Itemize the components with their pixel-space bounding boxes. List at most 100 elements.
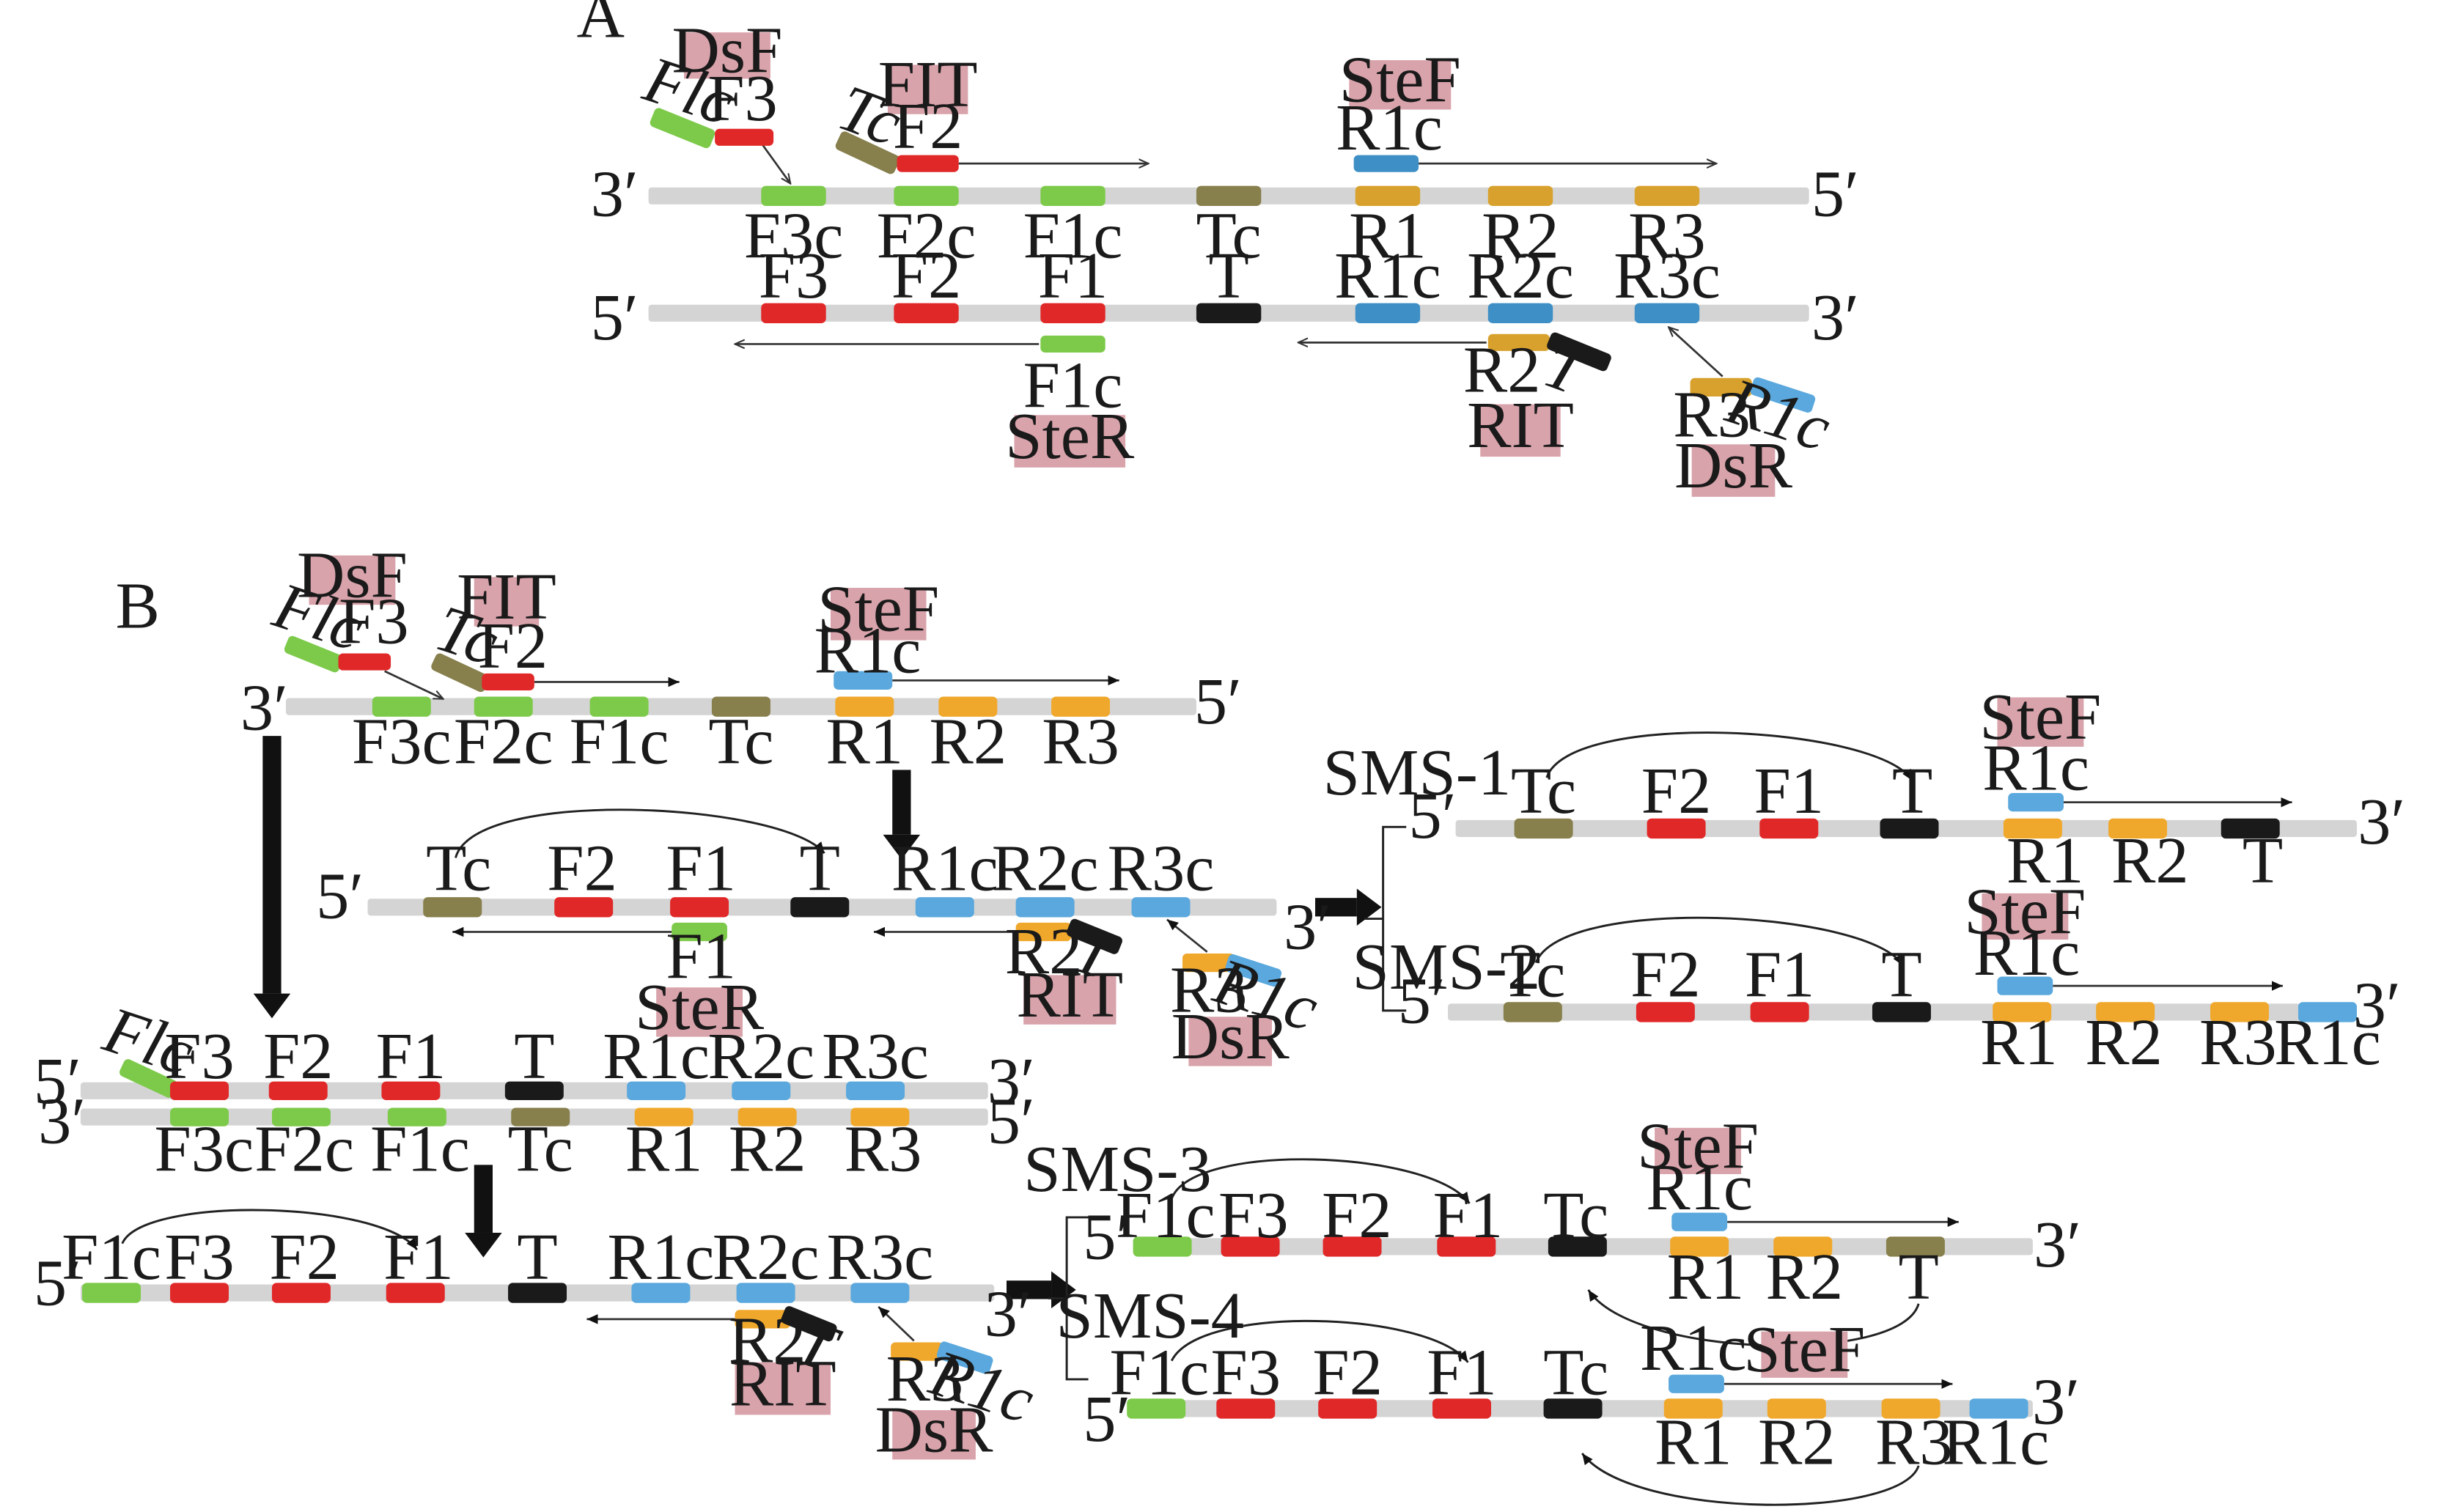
f1c-label: F1c (1116, 1178, 1215, 1252)
r1-label: R1 (826, 704, 904, 778)
olive-region (1886, 1236, 1945, 1257)
strand-end-label: 3′ (2353, 968, 2401, 1042)
r1c-label: R1c (608, 1220, 715, 1294)
r1c-label: R1c (1942, 1404, 2049, 1478)
r1c-label: R1c (1640, 1310, 1747, 1384)
tc-label: Tc (508, 1111, 573, 1185)
dsr-primer-label: DsR (1171, 999, 1290, 1073)
r3-label: R3 (2199, 1005, 2277, 1079)
black-region (504, 1081, 564, 1100)
red-region (894, 303, 959, 324)
olive-region (1503, 1002, 1562, 1022)
f3-label: F3 (1210, 1335, 1281, 1409)
stef-primer-box (1982, 893, 2069, 940)
green-region (82, 1283, 141, 1303)
r1c-label: R1c (603, 1019, 710, 1093)
orange-region (735, 1310, 791, 1329)
f1-label: F1 (666, 830, 736, 904)
green-region (387, 1107, 446, 1126)
t-label: T (1881, 937, 1921, 1011)
r2-label: R2 (1005, 914, 1083, 988)
process-step-arrowhead (465, 1232, 502, 1258)
green-region (1133, 1236, 1192, 1257)
f2c-label: F2c (454, 704, 553, 778)
black-primer-tag (1547, 332, 1611, 372)
black-region (1548, 1236, 1607, 1257)
green-primer-tag (119, 1059, 178, 1098)
stef-primer-box (831, 588, 927, 641)
f2c-label: F2c (877, 198, 976, 272)
dsr-primer-box (892, 1410, 976, 1460)
orange-region (1773, 1236, 1833, 1257)
r2c-label: R2c (992, 830, 1099, 904)
blue_dark-region (1634, 303, 1700, 324)
r2-label: R2 (1482, 198, 1559, 272)
green-region (1127, 1398, 1186, 1419)
f3-label: F3 (759, 238, 829, 312)
green-region (589, 696, 649, 717)
orange_dark-region (1487, 333, 1550, 351)
t-label: T (2243, 823, 2283, 897)
orange-region (1015, 922, 1072, 942)
blue-primer-tag (936, 1341, 993, 1374)
rit-primer-box (1480, 404, 1561, 457)
f1c-label: F1c (1023, 198, 1123, 272)
blue_dark-region (1353, 155, 1419, 172)
f1-label: F1 (1745, 937, 1815, 1011)
red-region (170, 1081, 229, 1100)
f1-label: F1 (1754, 753, 1824, 827)
green-region (372, 696, 431, 717)
olive-region (1196, 185, 1262, 207)
orange-region (835, 696, 894, 717)
red-region (386, 1283, 445, 1303)
rit-primer-label: RIT (1467, 388, 1574, 462)
black-region (2221, 818, 2280, 839)
strand-end-label: 5′ (1083, 1199, 1130, 1273)
blue-region (736, 1283, 795, 1303)
strand-end-label: 3′ (987, 1044, 1035, 1118)
extension-arrow (878, 1306, 915, 1342)
red-region (170, 1283, 229, 1303)
extension-arrow (1669, 327, 1724, 377)
red-region (338, 653, 391, 671)
process-step-arrow (262, 736, 282, 994)
olive-region (711, 696, 770, 717)
black-region (790, 897, 850, 918)
red-region (761, 303, 826, 324)
loop-arrow (1170, 1319, 1469, 1363)
green-region (271, 1107, 331, 1126)
green-region (894, 185, 959, 207)
sms-4-label: SMS-4 (1056, 1278, 1245, 1352)
r3-label: R3 (1170, 953, 1248, 1027)
ster-primer-box (656, 987, 743, 1037)
red-region (1437, 1236, 1496, 1257)
blue_dark-region (1355, 303, 1421, 324)
fit-primer-box (474, 577, 540, 627)
stef-primer-label: SteF (1339, 43, 1461, 117)
orange-region (850, 1107, 910, 1126)
blue-primer-tag (1225, 954, 1282, 987)
f2-label: F2 (891, 238, 962, 312)
strand-end-label: 5′ (1194, 664, 1242, 738)
blue-region (915, 897, 974, 918)
rit-primer-box (1023, 975, 1117, 1025)
extension-arrow (762, 144, 790, 184)
green-region (1040, 335, 1106, 353)
green-region (170, 1107, 229, 1126)
orange-region (1663, 1398, 1723, 1419)
strand-end-label: 5′ (34, 1044, 81, 1118)
sms-1-label: SMS-1 (1323, 735, 1512, 809)
process-step-arrowhead (883, 834, 921, 860)
loop-arrow (1581, 1453, 1920, 1506)
olive-region (423, 897, 482, 918)
olive-primer-tag (835, 131, 900, 174)
f1c-label: F1c (1110, 1335, 1210, 1409)
f2-label: F2 (478, 608, 548, 682)
t-label: T (514, 1019, 554, 1093)
r1c-label: R1c (2274, 1005, 2381, 1079)
f3-label: F3 (707, 61, 778, 135)
red-region (1216, 1398, 1276, 1419)
r1c-label: R1c (1973, 915, 2081, 989)
dsf-primer-label: DsF (672, 13, 783, 87)
f1-label: F1 (1427, 1335, 1497, 1409)
